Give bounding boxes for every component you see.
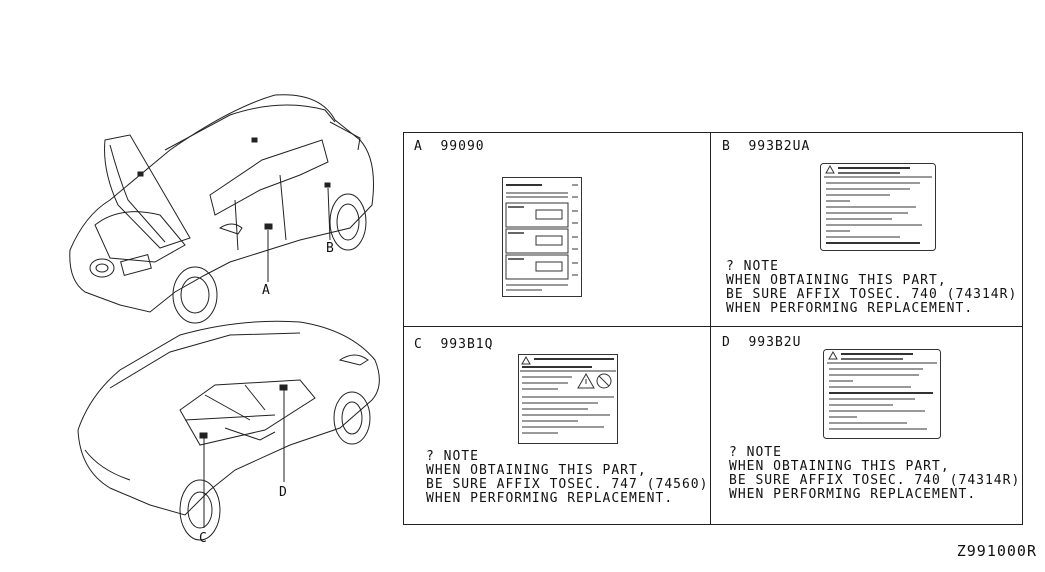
callout-c: C	[199, 531, 207, 546]
panel-c-part: 993B1Q	[440, 337, 494, 352]
vehicle-illustrations	[69, 94, 380, 541]
panel-b-note: ? NOTE WHEN OBTAINING THIS PART, BE SURE…	[726, 259, 1018, 316]
panel-a-label-image	[502, 177, 582, 297]
panel-b-title: B 993B2UA	[722, 139, 810, 154]
panel-d-label-image	[823, 349, 941, 439]
callout-d: D	[279, 485, 287, 500]
panel-c-note: ? NOTE WHEN OBTAINING THIS PART, BE SURE…	[426, 449, 709, 506]
panel-d-part: 993B2U	[748, 335, 802, 350]
top-car-hood	[104, 134, 191, 249]
bottom-car-body	[77, 320, 380, 516]
panel-a-part: 99090	[440, 139, 485, 154]
top-car-body	[69, 94, 374, 313]
panel-c-title: C 993B1Q	[414, 337, 493, 352]
panel-a-title: A 99090	[414, 139, 485, 154]
callout-a: A	[262, 283, 270, 298]
top-car-windows	[209, 139, 329, 216]
callout-b: B	[326, 241, 334, 256]
panel-c-label-image	[518, 354, 618, 444]
bottom-car-front-wheel	[179, 479, 221, 541]
label-grid: A 99090 B 993B2UA	[403, 132, 1023, 525]
panel-d-letter: D	[722, 335, 731, 350]
bottom-car-floor	[179, 379, 316, 446]
panel-b-label-image	[820, 163, 936, 251]
drawing-code: Z991000R	[956, 542, 1037, 560]
top-car-front-wheel	[172, 266, 218, 324]
panel-b-letter: B	[722, 139, 731, 154]
panel-c-letter: C	[414, 337, 423, 352]
panel-a-letter: A	[414, 139, 423, 154]
panel-b-part: 993B2UA	[748, 139, 811, 154]
panel-d-note: ? NOTE WHEN OBTAINING THIS PART, BE SURE…	[729, 445, 1021, 502]
bottom-car-rear-wheel	[333, 391, 371, 445]
panel-d-title: D 993B2U	[722, 335, 801, 350]
top-car-rear-wheel	[329, 193, 367, 251]
